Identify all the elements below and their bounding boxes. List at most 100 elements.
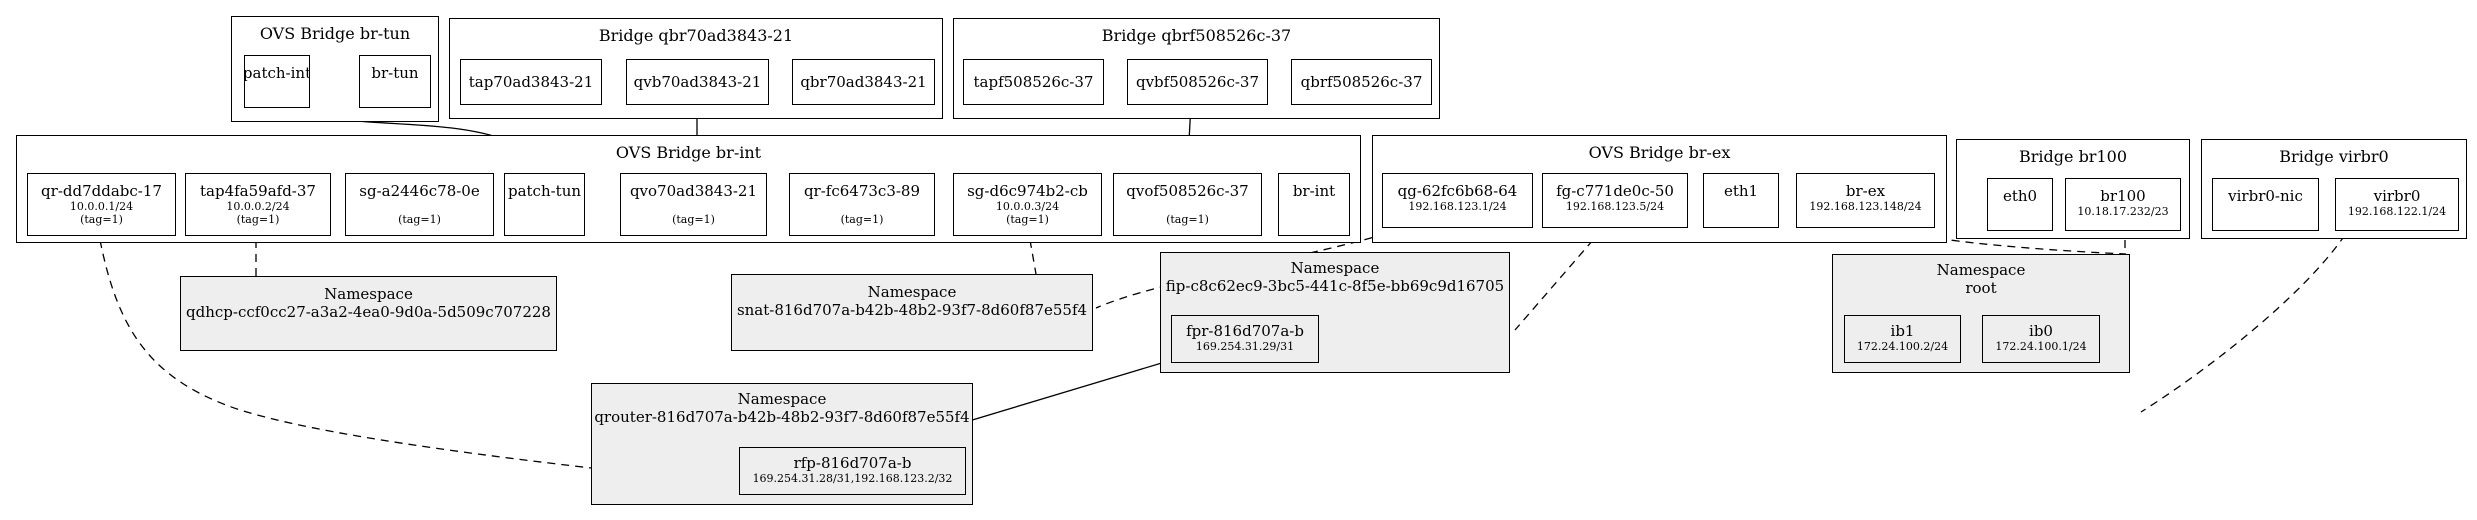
namespace-label: Namespace [1290, 259, 1380, 277]
node-label: sg-d6c974b2-cb [967, 182, 1088, 200]
edge-qr-dd7-qrouter [99, 239, 592, 469]
node-qbr70ad3843-21: qbr70ad3843-21 [792, 59, 935, 105]
cluster-title: Bridge virbr0 [2279, 147, 2389, 166]
node-label: tapf508526c-37 [973, 72, 1094, 91]
node-qg-62fc6b68-64: qg-62fc6b68-64 192.168.123.1/24 [1382, 173, 1533, 228]
node-label: patch-int [244, 64, 310, 82]
edge-br-ex-root [1923, 235, 2127, 255]
cluster-bridge-qbrf508526c-37: Bridge qbrf508526c-37 tapf508526c-37 qvb… [953, 18, 1440, 119]
namespace-qdhcp: Namespace qdhcp-ccf0cc27-a3a2-4ea0-9d0a-… [180, 276, 557, 351]
node-ip: 10.18.17.232/23 [2077, 205, 2169, 218]
node-label: qvo70ad3843-21 [629, 182, 758, 200]
node-label: ib0 [2029, 322, 2053, 340]
node-virbr0: virbr0 192.168.122.1/24 [2335, 178, 2459, 231]
node-label: qg-62fc6b68-64 [1397, 182, 1518, 200]
node-qr-fc6473c3-89: qr-fc6473c3-89 (tag=1) [789, 173, 935, 236]
node-ip: 192.168.123.148/24 [1809, 200, 1922, 213]
node-ip: 169.254.31.28/31,192.168.123.2/32 [752, 472, 953, 485]
node-sg-d6c974b2-cb: sg-d6c974b2-cb 10.0.0.3/24 (tag=1) [953, 173, 1102, 236]
node-tap70ad3843-21: tap70ad3843-21 [460, 59, 602, 105]
node-tag: (tag=1) [80, 213, 123, 226]
node-label: br-tun [371, 64, 419, 82]
node-label: qbr70ad3843-21 [800, 72, 927, 91]
node-label: qvb70ad3843-21 [633, 72, 762, 91]
namespace-id: snat-816d707a-b42b-48b2-93f7-8d60f87e55f… [736, 301, 1088, 319]
namespace-id: qdhcp-ccf0cc27-a3a2-4ea0-9d0a-5d509c7072… [186, 303, 551, 321]
node-sg-a2446c78-0e: sg-a2446c78-0e (tag=1) [345, 173, 494, 236]
node-eth1: eth1 [1703, 173, 1779, 228]
node-tag: (tag=1) [1006, 213, 1049, 226]
node-qvo70ad3843-21: qvo70ad3843-21 (tag=1) [620, 173, 767, 236]
node-ip: 192.168.123.1/24 [1408, 200, 1507, 213]
node-label: qbrf508526c-37 [1300, 72, 1423, 91]
cluster-bridge-br100: Bridge br100 eth0 br100 10.18.17.232/23 [1956, 139, 2190, 239]
namespace-fip: Namespace fip-c8c62ec9-3bc5-441c-8f5e-bb… [1160, 252, 1510, 373]
node-br-ex: br-ex 192.168.123.148/24 [1796, 173, 1935, 228]
node-br-tun: br-tun [359, 55, 431, 108]
node-qr-dd7ddabc-17: qr-dd7ddabc-17 10.0.0.1/24 (tag=1) [27, 173, 176, 236]
cluster-ovs-bridge-br-tun: OVS Bridge br-tun patch-int br-tun [231, 16, 439, 122]
node-label: qvbf508526c-37 [1135, 72, 1260, 91]
namespace-label: Namespace [324, 285, 413, 303]
node-ip: 172.24.100.1/24 [1995, 340, 2087, 353]
node-eth0: eth0 [1987, 178, 2053, 231]
edge-fg-c77-fip [1514, 239, 1594, 331]
node-tag: (tag=1) [398, 213, 441, 226]
node-label: tap70ad3843-21 [468, 72, 594, 91]
node-ip: 10.0.0.2/24 [226, 200, 290, 213]
edge-sg-d6c-snat [1029, 239, 1037, 275]
node-patch-tun: patch-tun [504, 173, 585, 236]
node-label: virbr0 [2373, 187, 2421, 205]
node-fpr-816d707a-b: fpr-816d707a-b 169.254.31.29/31 [1171, 315, 1319, 363]
node-label: br100 [2100, 187, 2146, 205]
node-ib1: ib1 172.24.100.2/24 [1844, 315, 1961, 363]
cluster-title: OVS Bridge br-tun [259, 24, 411, 43]
node-ib0: ib0 172.24.100.1/24 [1982, 315, 2100, 363]
node-br100: br100 10.18.17.232/23 [2065, 178, 2181, 231]
cluster-ovs-bridge-br-int: OVS Bridge br-int qr-dd7ddabc-17 10.0.0.… [16, 135, 1361, 243]
namespace-label: Namespace [1936, 261, 2026, 279]
node-label: qr-fc6473c3-89 [803, 182, 921, 200]
node-ip: 172.24.100.2/24 [1856, 340, 1949, 353]
namespace-title: Namespace qdhcp-ccf0cc27-a3a2-4ea0-9d0a-… [181, 285, 556, 321]
cluster-title: Bridge qbrf508526c-37 [1101, 26, 1292, 45]
node-label: br-int [1292, 182, 1336, 200]
namespace-root: Namespace root ib1 172.24.100.2/24 ib0 1… [1832, 254, 2130, 373]
node-label: patch-tun [507, 182, 582, 200]
node-tapf508526c-37: tapf508526c-37 [963, 59, 1104, 105]
edge-virbr0-ib0 [2140, 234, 2346, 413]
node-virbr0-nic: virbr0-nic [2212, 178, 2319, 231]
namespace-title: Namespace root [1833, 261, 2129, 297]
namespace-snat: Namespace snat-816d707a-b42b-48b2-93f7-8… [731, 274, 1093, 351]
cluster-bridge-virbr0: Bridge virbr0 virbr0-nic virbr0 192.168.… [2201, 139, 2467, 239]
namespace-id: qrouter-816d707a-b42b-48b2-93f7-8d60f87e… [594, 408, 970, 426]
node-label: sg-a2446c78-0e [359, 182, 480, 200]
node-label: br-ex [1845, 182, 1886, 200]
cluster-title: Bridge br100 [2019, 147, 2127, 166]
cluster-bridge-qbr70ad3843-21: Bridge qbr70ad3843-21 tap70ad3843-21 qvb… [449, 18, 943, 119]
namespace-label: Namespace [737, 390, 827, 408]
node-label: tap4fa59afd-37 [200, 182, 316, 200]
node-patch-int: patch-int [244, 55, 310, 108]
node-label: eth1 [1723, 182, 1759, 200]
node-ip: 192.168.123.5/24 [1565, 200, 1665, 213]
node-ip: 10.0.0.1/24 [69, 200, 134, 213]
node-tap4fa59afd-37: tap4fa59afd-37 10.0.0.2/24 (tag=1) [185, 173, 331, 236]
node-rfp-816d707a-b: rfp-816d707a-b 169.254.31.28/31,192.168.… [739, 447, 966, 495]
node-qvof508526c-37: qvof508526c-37 (tag=1) [1113, 173, 1262, 236]
node-ip: 10.0.0.3/24 [995, 200, 1060, 213]
namespace-qrouter: Namespace qrouter-816d707a-b42b-48b2-93f… [591, 383, 973, 505]
node-qbrf508526c-37: qbrf508526c-37 [1291, 59, 1432, 105]
namespace-title: Namespace fip-c8c62ec9-3bc5-441c-8f5e-bb… [1161, 259, 1509, 295]
node-qvbf508526c-37: qvbf508526c-37 [1127, 59, 1268, 105]
cluster-title: Bridge qbr70ad3843-21 [598, 26, 794, 45]
cluster-title: OVS Bridge br-ex [1588, 143, 1731, 162]
namespace-id: fip-c8c62ec9-3bc5-441c-8f5e-bb69c9d16705 [1165, 277, 1505, 295]
node-label: eth0 [2002, 187, 2038, 205]
node-fg-c771de0c-50: fg-c771de0c-50 192.168.123.5/24 [1542, 173, 1688, 228]
node-label: virbr0-nic [2228, 187, 2303, 205]
node-label: qvof508526c-37 [1126, 182, 1249, 200]
node-label: rfp-816d707a-b [793, 454, 912, 472]
namespace-title: Namespace qrouter-816d707a-b42b-48b2-93f… [592, 390, 972, 426]
node-label: fpr-816d707a-b [1186, 322, 1304, 340]
